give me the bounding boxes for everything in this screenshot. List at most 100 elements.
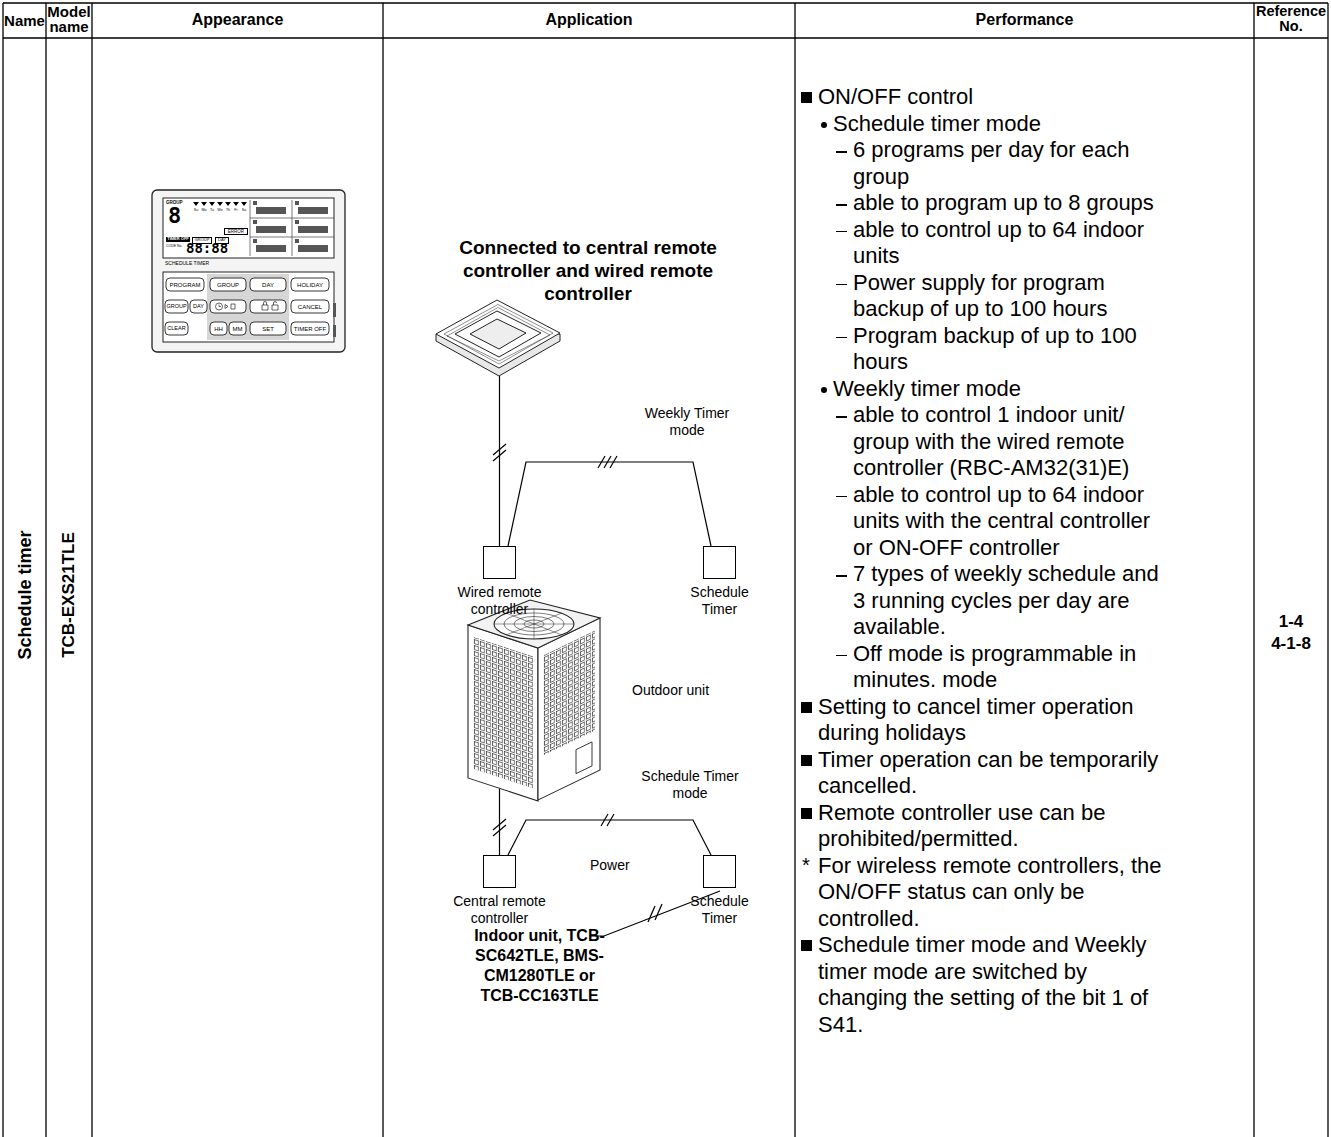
lcd-text: CODE No. [166,244,186,248]
list-item: ON/OFF control [800,84,1172,111]
list-item: able to program up to 8 groups [800,190,1172,217]
controller-name: Schedule Timer [685,584,755,618]
lcd-text: Tu [208,208,216,212]
column-header: Application [383,11,795,29]
column-header: Model name [46,4,92,34]
list-item: able to control up to 64 indoor units [800,217,1172,270]
lcd-text: Th [224,208,232,212]
rotated-cell-text: TCB-EXS21TLE [59,532,79,658]
lcd-text: We [216,208,224,212]
list-text: Weekly timer mode [833,376,1021,401]
dash-bullet [836,284,847,286]
wire-label: Power [590,857,640,873]
lcd-digit: 8 [168,205,186,227]
list-item: Weekly timer mode [800,376,1172,403]
list-text: Remote controller use can be prohibited/… [818,800,1105,852]
lcd-text: ERROR [224,228,248,235]
lcd-text: Mo [200,208,208,212]
list-item: Timer operation can be temporarily cance… [800,747,1172,800]
dash-bullet [836,575,847,577]
part-label: Outdoor unit [632,682,732,698]
list-item: Schedule timer mode [800,111,1172,138]
dash-bullet [836,655,847,657]
controller-name: Schedule Timer [685,893,755,927]
list-text: able to program up to 8 groups [853,190,1154,215]
list-text: ON/OFF control [818,84,973,109]
footnote-mark: * [802,852,810,879]
controller-name: Wired remote controller [440,584,560,618]
button-label: CLEAR [165,322,188,335]
connection-note: Indoor unit, TCB-SC642TLE, BMS-CM1280TLE… [472,926,607,1006]
list-text: able to control up to 64 indoor units [853,217,1144,269]
button-label: DAY [250,278,286,291]
list-text: able to control up to 64 indoor units wi… [853,482,1150,560]
list-text: Setting to cancel timer operation during… [818,694,1134,746]
column-header: Performance [795,11,1254,29]
controller-box [483,855,516,888]
list-item: Power supply for program backup of up to… [800,270,1172,323]
list-item: Setting to cancel timer operation during… [800,694,1172,747]
square-bullet [801,92,812,103]
controller-node: Schedule Timer [685,855,755,927]
list-text: Off mode is programmable in minutes. mod… [853,641,1136,693]
button-label: DAY [190,300,207,313]
controller-box [483,546,516,579]
lcd-text: Sa [240,208,248,212]
wire-connector [508,462,711,546]
lcd-text: Su [192,208,200,212]
square-bullet [801,808,812,819]
square-bullet [801,755,812,766]
device-illustration [152,190,345,352]
list-text: Program backup of up to 100 hours [853,323,1137,375]
list-text: 7 types of weekly schedule and 3 running… [853,561,1159,639]
column-header: Reference No. [1254,4,1328,34]
wire-connector [508,820,711,855]
button-label: SET [250,322,286,335]
button-label: HOLIDAY [291,278,329,291]
lcd-text: Fr [232,208,240,212]
list-item: able to control up to 64 indoor units wi… [800,482,1172,562]
button-label: TIMER OFF [291,322,329,335]
button-label: PROGRAM [166,278,204,291]
controller-name: Central remote controller [440,893,560,927]
table-grid [3,3,1328,1137]
controller-box [703,855,736,888]
list-item: Remote controller use can be prohibited/… [800,800,1172,853]
button-label: HH [210,322,227,335]
list-text: Schedule timer mode [833,111,1041,136]
list-text: Schedule timer mode and Weekly timer mod… [818,932,1148,1037]
list-item: able to control 1 indoor unit/ group wit… [800,402,1172,482]
list-item: *For wireless remote controllers, the ON… [800,853,1172,933]
indoor-unit-illustration [436,300,560,376]
performance-list: ON/OFF controlSchedule timer mode6 progr… [800,84,1172,1038]
dash-bullet [836,231,847,233]
list-item: 6 programs per day for each group [800,137,1172,190]
button-label: GROUP [165,300,188,313]
dot-bullet [821,387,827,393]
list-text: Timer operation can be temporarily cance… [818,747,1158,799]
list-item: Program backup of up to 100 hours [800,323,1172,376]
square-bullet [801,702,812,713]
lcd-digit: 88:88 [186,241,246,256]
column-header: Name [3,12,46,29]
list-item: Schedule timer mode and Weekly timer mod… [800,932,1172,1038]
rotated-cell-text: Schedule timer [15,530,36,659]
list-text: Power supply for program backup of up to… [853,270,1107,322]
button-label: CANCEL [291,300,329,313]
button-label: MM [229,322,246,335]
reference-number: 4-1-8 [1254,634,1328,654]
list-item: 7 types of weekly schedule and 3 running… [800,561,1172,641]
dash-bullet [836,416,847,418]
dot-bullet [821,122,827,128]
list-item: Off mode is programmable in minutes. mod… [800,641,1172,694]
dash-bullet [836,496,847,498]
controller-node: Wired remote controller [440,546,560,618]
mode-label: Weekly Timer mode [632,405,742,439]
dash-bullet [836,337,847,339]
mode-label: Schedule Timer mode [630,768,750,802]
square-bullet [801,940,812,951]
list-text: 6 programs per day for each group [853,137,1129,189]
dash-bullet [836,151,847,153]
controller-node: Central remote controller [440,855,560,927]
